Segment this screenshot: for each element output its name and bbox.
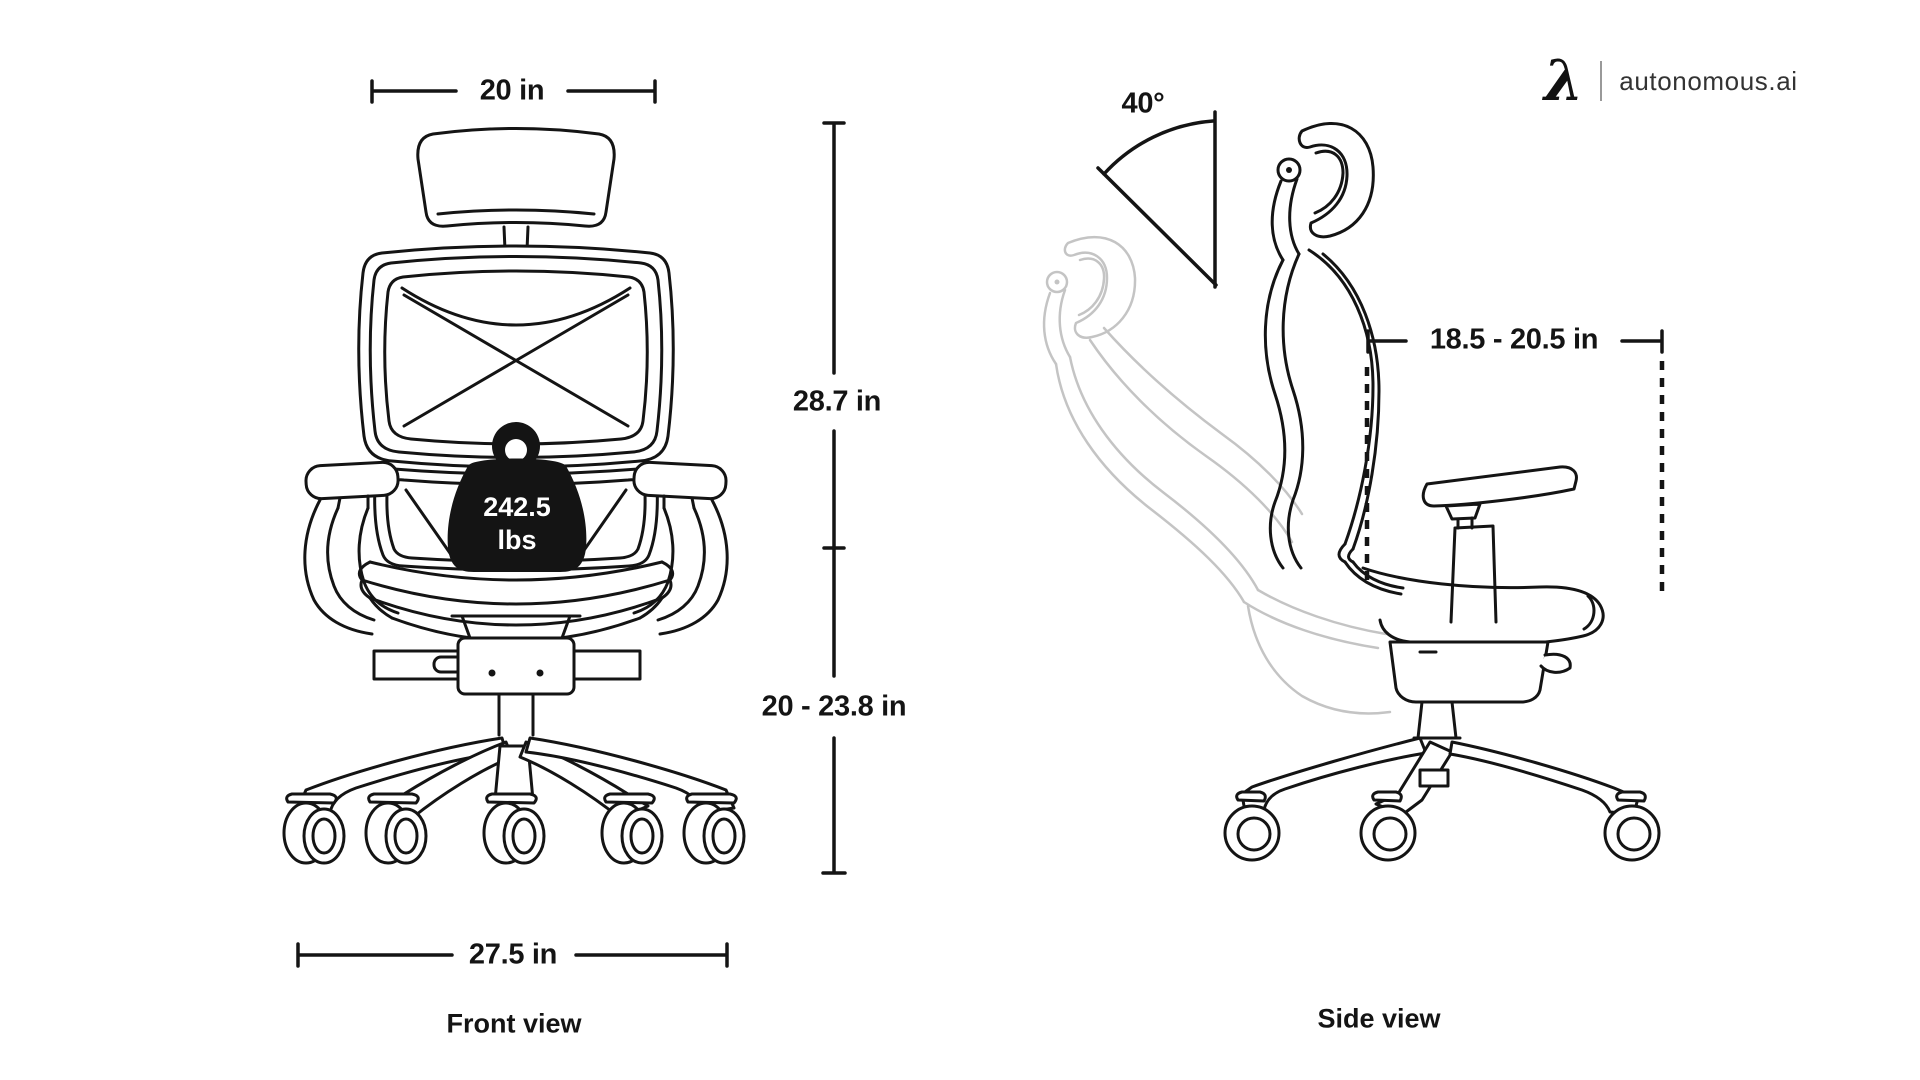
backrest-height-label: 28.7 in (786, 385, 888, 419)
logo-divider (1600, 61, 1603, 101)
side-dimension-lines (1364, 329, 1665, 599)
front-dimension-lines (296, 79, 847, 968)
base-width-label: 27.5 in (462, 938, 564, 972)
front-chair-drawing (282, 127, 746, 865)
recline-angle-label: 40° (1121, 87, 1165, 120)
brand-name: autonomous.ai (1619, 65, 1798, 96)
ghost-reclined-chair-drawing (1042, 235, 1392, 715)
lambda-logo-icon: λ (1544, 48, 1584, 114)
seat-depth-range-label: 18.5 - 20.5 in (1423, 323, 1605, 357)
recline-angle-annotation (1096, 110, 1218, 289)
side-casters (1223, 790, 1661, 862)
front-right-armrest (632, 460, 728, 501)
weight-capacity-unit: lbs (497, 525, 537, 555)
seat-height-range-label: 20 - 23.8 in (755, 690, 913, 724)
brand-logo: λ autonomous.ai (1544, 50, 1798, 112)
front-casters (282, 792, 746, 865)
front-left-armrest (304, 460, 400, 501)
headrest-width-label: 20 in (473, 74, 551, 108)
front-view-caption: Front view (446, 1008, 582, 1039)
kettlebell-weight-icon (447, 422, 587, 572)
side-view-caption: Side view (1317, 1003, 1441, 1034)
weight-capacity-value: 242.5 (483, 492, 551, 522)
side-chair-drawing (1223, 122, 1661, 862)
weight-capacity-text: 242.5 lbs (483, 491, 551, 557)
